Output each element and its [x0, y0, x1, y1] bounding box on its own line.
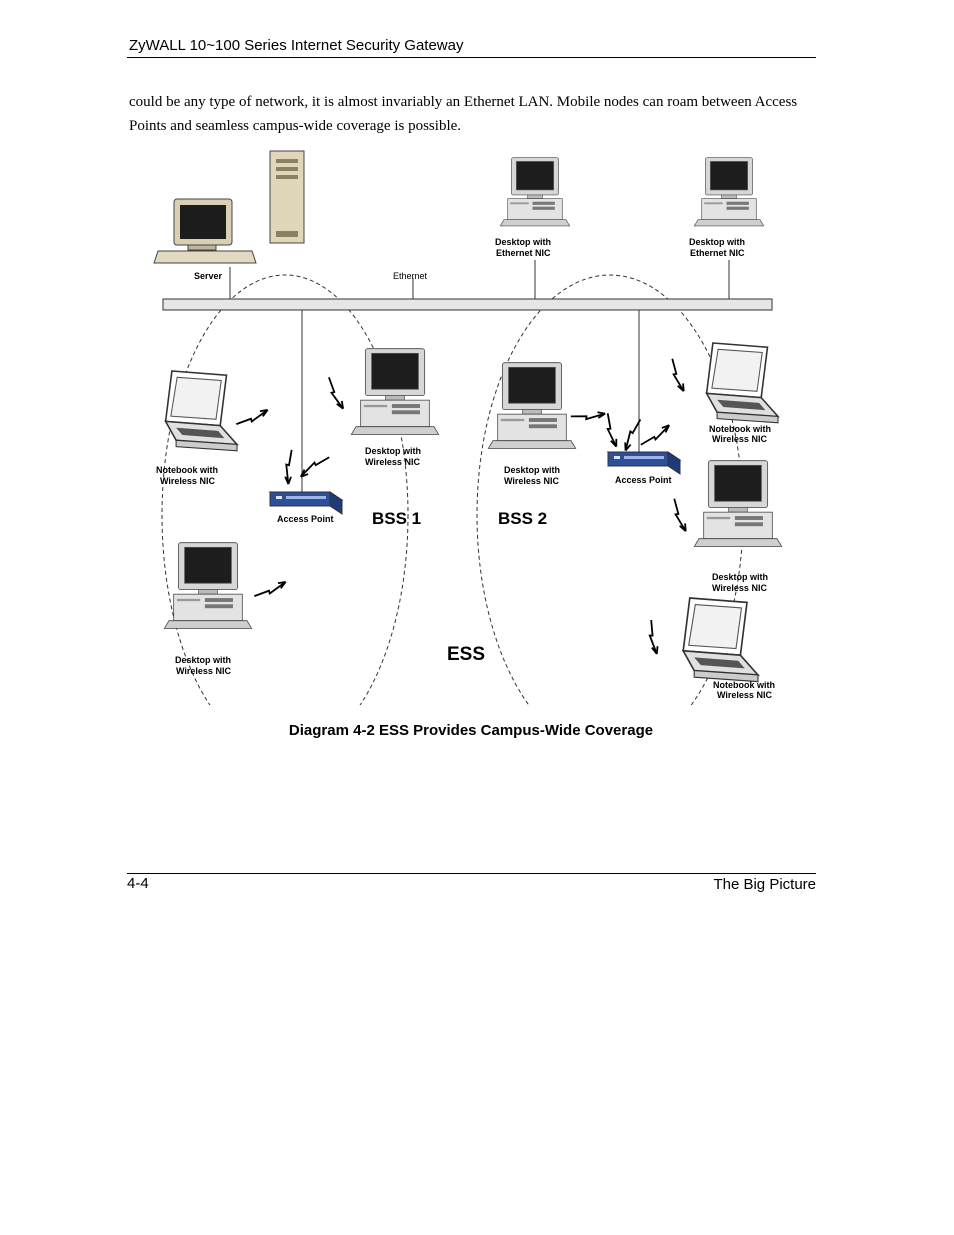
running-header: ZyWALL 10~100 Series Internet Security G… [129, 37, 464, 54]
notebook-right-top-icon [705, 342, 779, 424]
figure-caption: Diagram 4-2 ESS Provides Campus-Wide Cov… [288, 722, 654, 739]
ess-label: ESS [447, 644, 485, 665]
desktop-bottom-left-icon [163, 542, 253, 629]
notebook-right-bottom-label-2: Wireless NIC [717, 690, 772, 700]
desktop-bss2-label-2: Wireless NIC [504, 476, 559, 486]
footer-rule [127, 873, 816, 874]
desktop-right-label-2: Wireless NIC [712, 583, 767, 593]
ethernet-label: Ethernet [393, 271, 428, 281]
bss2-label: BSS 2 [498, 509, 547, 528]
desktop-ethernet-2-icon [693, 157, 765, 227]
footer-section-title: The Big Picture [713, 876, 816, 893]
desktop-bss1-label-1: Desktop with [365, 446, 421, 456]
access-point-2-icon [607, 451, 681, 475]
access-point-1-icon [269, 491, 343, 515]
server-label: Server [194, 271, 223, 281]
notebook-left-label-2: Wireless NIC [160, 476, 215, 486]
notebook-left-icon [164, 370, 238, 452]
body-paragraph: could be any type of network, it is almo… [129, 94, 798, 134]
desktop-ethernet-1-label-1: Desktop with [495, 237, 551, 247]
notebook-right-bottom-label-1: Notebook with [713, 680, 775, 690]
bss1-coverage-ellipse [161, 274, 409, 705]
desktop-ethernet-2-label-2: Ethernet NIC [690, 248, 745, 258]
access-point-1-label: Access Point [277, 514, 334, 524]
desktop-right-label-1: Desktop with [712, 572, 768, 582]
notebook-right-top-label-2: Wireless NIC [712, 434, 767, 444]
bss1-label: BSS 1 [372, 509, 421, 528]
notebook-right-bottom-icon [682, 597, 759, 683]
desktop-bss1-icon [350, 348, 440, 435]
desktop-bottom-left-label-1: Desktop with [175, 655, 231, 665]
ethernet-backbone [162, 298, 773, 311]
header-rule [127, 57, 816, 58]
desktop-right-icon [693, 460, 783, 547]
notebook-left-label-1: Notebook with [156, 465, 218, 475]
access-point-2-label: Access Point [615, 475, 672, 485]
desktop-ethernet-1-icon [499, 157, 571, 227]
desktop-bss2-label-1: Desktop with [504, 465, 560, 475]
desktop-ethernet-2-label-1: Desktop with [689, 237, 745, 247]
notebook-right-top-label-1: Notebook with [709, 424, 771, 434]
desktop-bottom-left-label-2: Wireless NIC [176, 666, 231, 676]
ess-network-diagram: Server Ethernet Desktop with Ethernet NI… [153, 150, 783, 705]
desktop-bss1-label-2: Wireless NIC [365, 457, 420, 467]
server-icon [153, 150, 305, 264]
desktop-ethernet-1-label-2: Ethernet NIC [496, 248, 551, 258]
page-number: 4-4 [127, 875, 149, 892]
desktop-bss2-icon [487, 362, 577, 449]
